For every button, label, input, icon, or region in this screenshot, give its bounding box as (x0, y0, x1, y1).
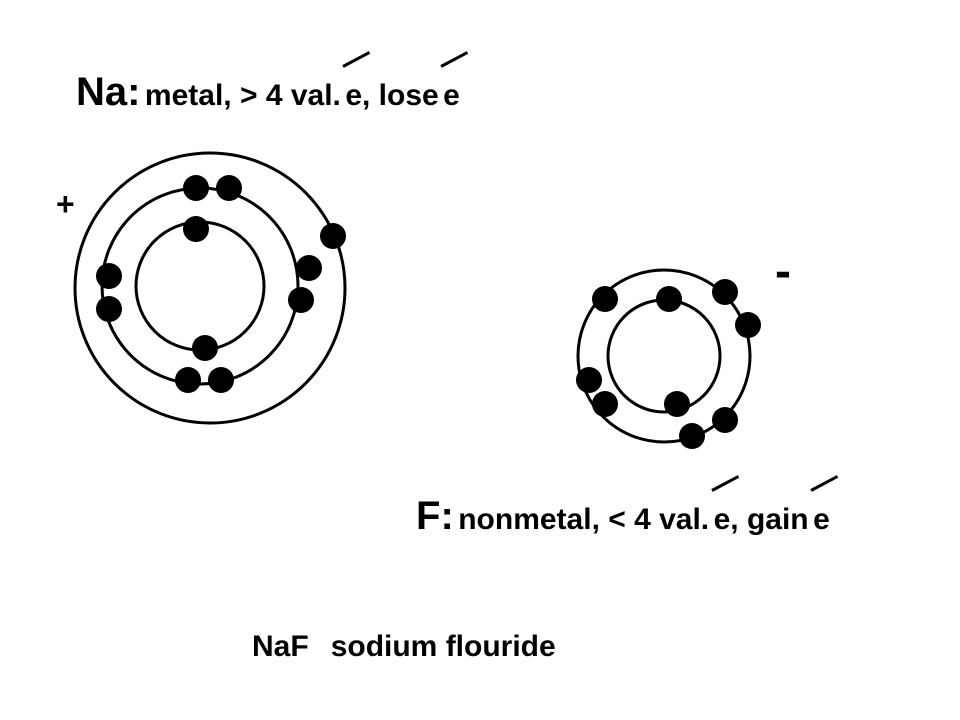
electron (288, 287, 314, 313)
electron (96, 296, 122, 322)
electron (175, 367, 201, 393)
electron (96, 263, 122, 289)
sodium-charge-plus: + (56, 186, 75, 222)
fluorine-desc-pre: nonmetal, < 4 val. (458, 503, 710, 536)
electron (679, 423, 705, 449)
electron (296, 255, 322, 281)
sodium-electron-symbol-1: e (345, 79, 363, 112)
sodium-shell-3 (73, 151, 347, 425)
fluorine-shell-1 (606, 298, 722, 414)
electron (183, 216, 209, 242)
electron (712, 279, 738, 305)
sodium-desc-pre: metal, > 4 val. (144, 79, 341, 112)
electron (183, 175, 209, 201)
compound-label: NaF sodium flouride (252, 630, 556, 664)
electron (576, 367, 602, 393)
sodium-colon: : (127, 70, 141, 114)
electron (656, 286, 682, 312)
fluorine-electrons (576, 279, 761, 449)
electron (735, 312, 761, 338)
fluorine-electron-symbol-2: e (813, 503, 830, 536)
fluorine-colon: : (440, 494, 454, 538)
sodium-electrons (96, 175, 346, 393)
electron (592, 391, 618, 417)
electron (216, 175, 242, 201)
fluorine-charge-minus: - (775, 245, 791, 298)
electron (664, 391, 690, 417)
sodium-desc-mid: , lose (362, 79, 439, 112)
fluorine-description: F: nonmetal, < 4 val. e, gain e (416, 494, 830, 539)
sodium-description: Na: metal, > 4 val. e, lose e (76, 70, 460, 115)
fluorine-shell-2 (576, 268, 752, 444)
fluorine-desc-mid: , gain (730, 503, 809, 536)
electron (592, 286, 618, 312)
sodium-electron-symbol-2: e (443, 79, 460, 112)
electron (192, 335, 218, 361)
fluorine-symbol: F (416, 494, 441, 538)
compound-name: sodium flouride (330, 630, 556, 663)
electron (320, 223, 346, 249)
fluorine-electron-symbol-1: e (713, 503, 731, 536)
compound-formula: NaF (252, 630, 309, 663)
electron (712, 407, 738, 433)
electron (208, 367, 234, 393)
sodium-symbol: Na (76, 70, 128, 114)
